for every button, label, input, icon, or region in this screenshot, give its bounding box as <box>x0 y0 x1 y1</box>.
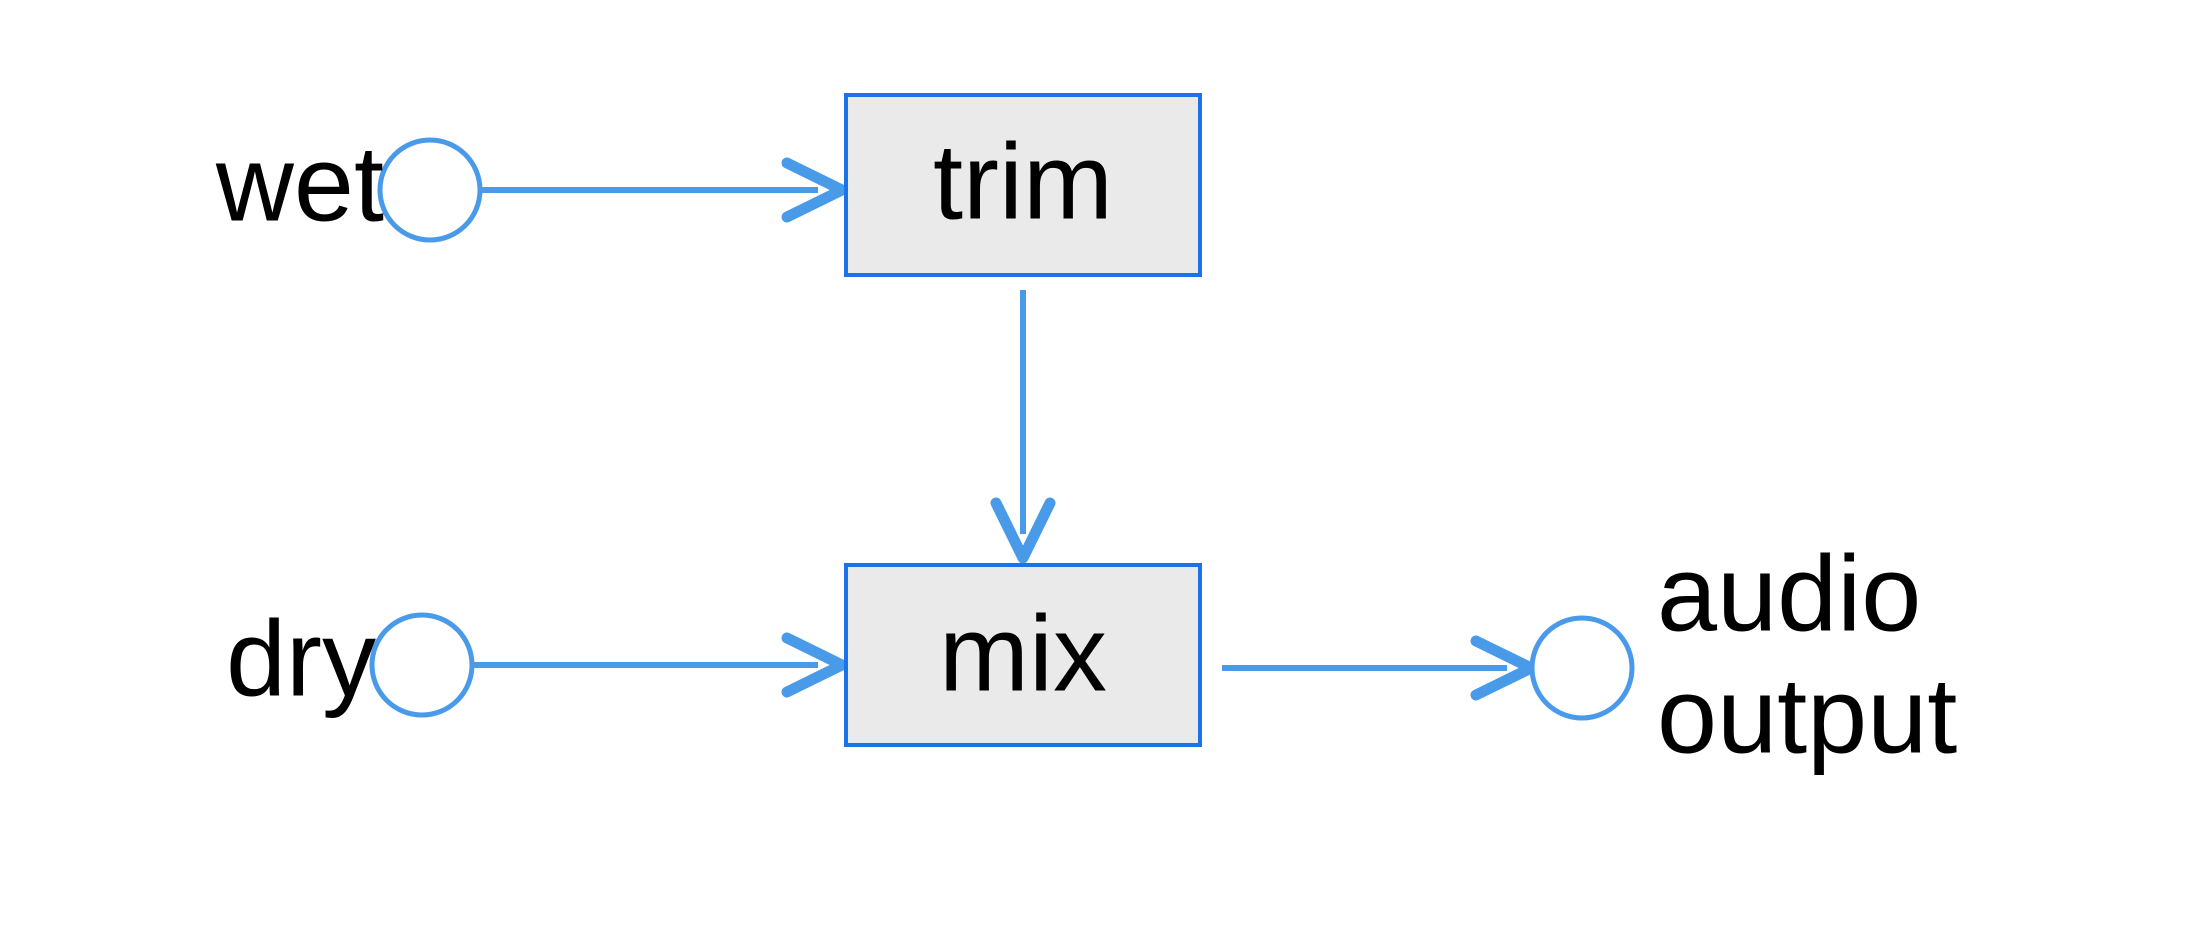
wet-port-circle[interactable] <box>377 137 483 243</box>
edge-trim-to-mix-arrowhead <box>990 497 1056 564</box>
dry-port-circle[interactable] <box>369 612 475 718</box>
edge-trim-to-mix <box>990 290 1056 564</box>
trim-box-rect[interactable] <box>844 93 1202 277</box>
node-trim[interactable]: trim <box>844 93 1202 277</box>
node-audio-output[interactable]: audio output <box>1529 533 1957 776</box>
node-dry[interactable]: dry <box>226 598 475 719</box>
node-wet[interactable]: wet <box>215 123 483 244</box>
node-mix[interactable]: mix <box>844 563 1202 747</box>
audio-output-port-circle[interactable] <box>1529 615 1635 721</box>
edge-wet-to-trim <box>481 157 848 223</box>
edge-dry-to-mix-arrowhead <box>781 632 848 698</box>
trim-label: trim <box>933 121 1113 242</box>
wet-label: wet <box>215 123 384 244</box>
audio-output-label-line-2: output <box>1657 655 1957 776</box>
edge-dry-to-mix <box>473 632 848 698</box>
mix-label: mix <box>939 593 1107 714</box>
edge-mix-to-audio-output <box>1222 635 1537 701</box>
dry-label: dry <box>226 598 376 719</box>
edge-wet-to-trim-arrowhead <box>781 157 848 223</box>
mix-box-rect[interactable] <box>844 563 1202 747</box>
audio-output-label-line-1: audio <box>1657 533 1921 654</box>
